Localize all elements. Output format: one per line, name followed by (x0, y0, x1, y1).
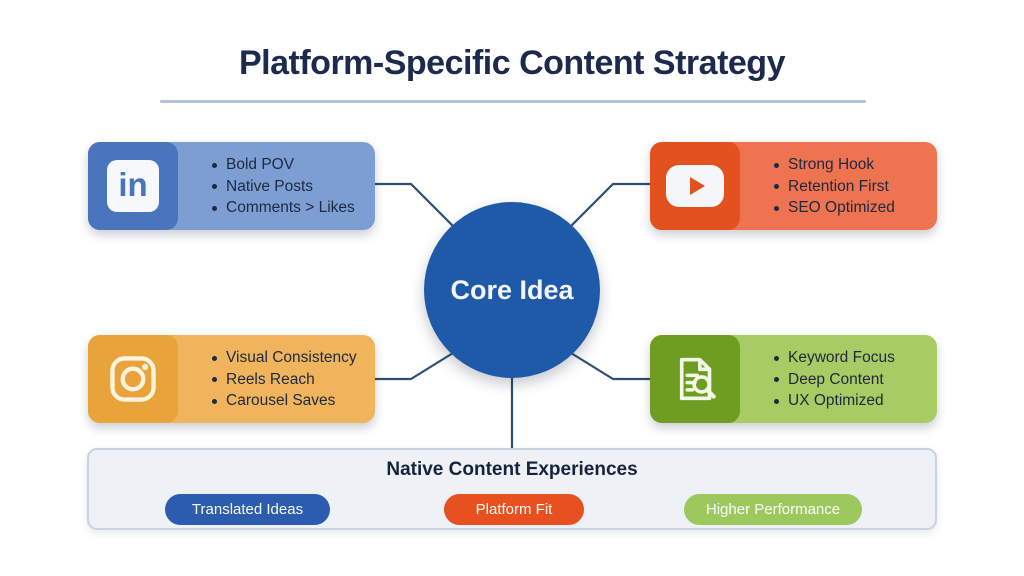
connector-youtube (570, 182, 650, 227)
platform-bullet: Reels Reach (212, 369, 375, 391)
linkedin-bullet-list: Bold POV Native Posts Comments > Likes (88, 142, 375, 219)
linkedin-icon: in (88, 142, 178, 230)
connector-instagram (375, 352, 454, 381)
platform-bullet: Comments > Likes (212, 197, 375, 219)
page-title: Platform-Specific Content Strategy (239, 44, 785, 82)
instagram-icon (88, 335, 178, 423)
document-search-glyph (679, 357, 716, 401)
platform-bullet: UX Optimized (774, 390, 937, 412)
instagram-bullet-list: Visual Consistency Reels Reach Carousel … (88, 335, 375, 412)
pill-translated-ideas: Translated Ideas (165, 494, 330, 525)
platform-bullet: SEO Optimized (774, 197, 937, 219)
pill-platform-fit: Platform Fit (444, 494, 584, 525)
linkedin-card: in Bold POV Native Posts Comments > Like… (88, 142, 375, 230)
platform-bullet: Bold POV (212, 154, 375, 176)
platform-bullet: Strong Hook (774, 154, 937, 176)
core-idea-circle: Core Idea (424, 202, 600, 378)
youtube-icon (650, 142, 740, 230)
youtube-play-badge (666, 165, 724, 207)
platform-bullet: Deep Content (774, 369, 937, 391)
pill-label: Platform Fit (475, 501, 553, 518)
play-triangle-icon (689, 177, 705, 195)
youtube-card: Strong Hook Retention First SEO Optimize… (650, 142, 937, 230)
platform-bullet: Retention First (774, 176, 937, 198)
instagram-card: Visual Consistency Reels Reach Carousel … (88, 335, 375, 423)
linkedin-logo: in (107, 160, 159, 212)
platform-bullet: Keyword Focus (774, 347, 937, 369)
platform-bullet: Native Posts (212, 176, 375, 198)
footer-title: Native Content Experiences (386, 459, 638, 480)
seo-bullet-list: Keyword Focus Deep Content UX Optimized (650, 335, 937, 412)
pill-label: Higher Performance (705, 501, 841, 518)
instagram-camera-glyph (110, 356, 156, 402)
footer-bar: Native Content Experiences Translated Id… (87, 448, 937, 530)
title-underline (160, 100, 866, 103)
youtube-bullet-list: Strong Hook Retention First SEO Optimize… (650, 142, 937, 219)
pill-higher-performance: Higher Performance (684, 494, 862, 525)
platform-bullet: Visual Consistency (212, 347, 375, 369)
platform-bullet: Carousel Saves (212, 390, 375, 412)
connector-seo (570, 352, 650, 381)
seo-card: Keyword Focus Deep Content UX Optimized (650, 335, 937, 423)
connector-linkedin (375, 182, 454, 227)
core-idea-label: Core Idea (450, 274, 574, 305)
pill-label: Translated Ideas (191, 501, 304, 518)
seo-document-search-icon (650, 335, 740, 423)
